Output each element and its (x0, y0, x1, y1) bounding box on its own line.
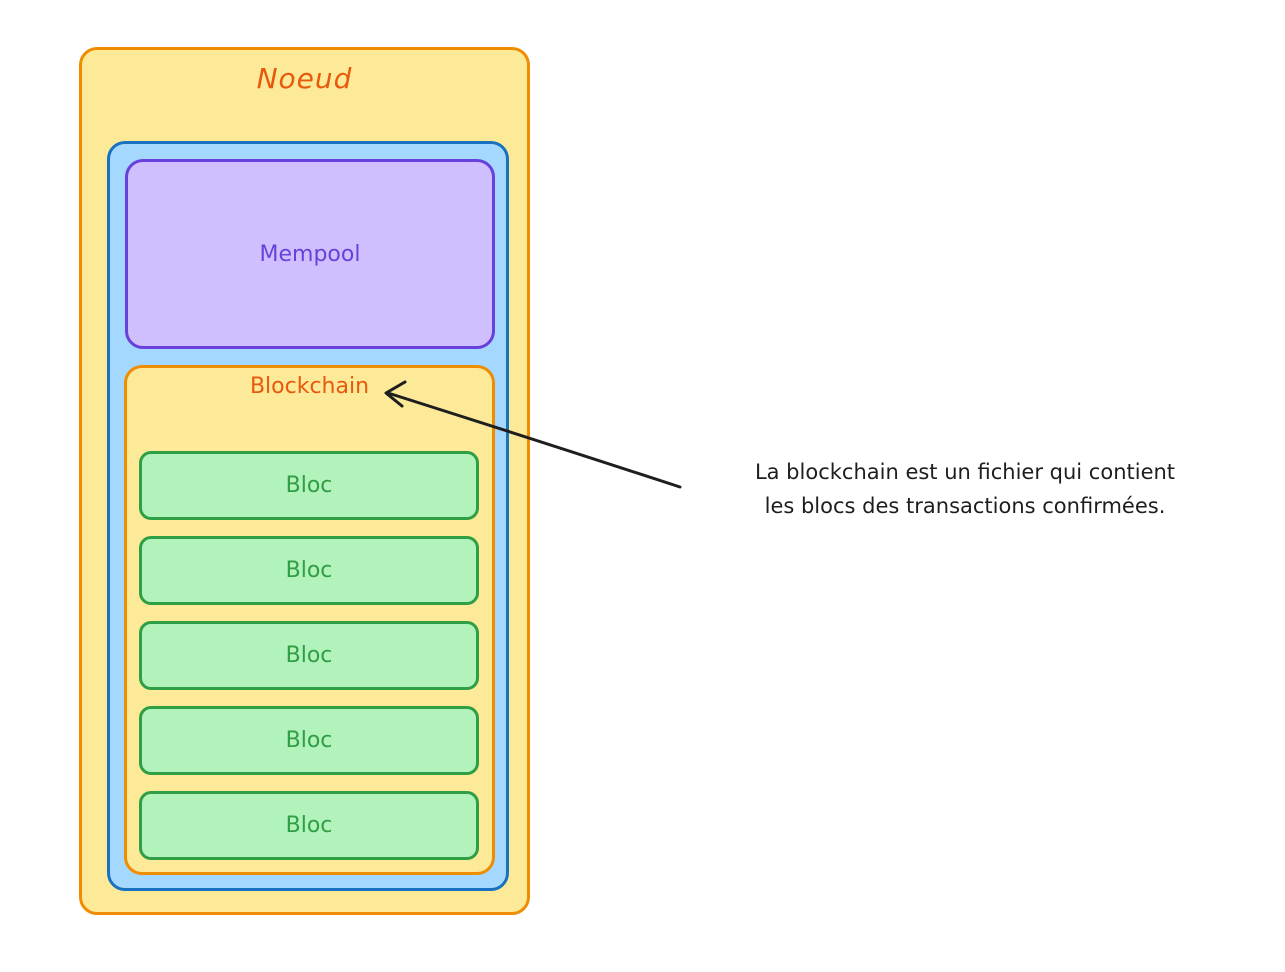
bloc-label: Bloc (285, 473, 333, 498)
node-label: Noeud (256, 62, 353, 95)
bloc-box: Bloc (139, 536, 479, 605)
bloc-box: Bloc (139, 706, 479, 775)
bloc-box: Bloc (139, 791, 479, 860)
annotation-text: La blockchain est un fichier qui contien… (660, 455, 1270, 523)
bloc-label: Bloc (285, 643, 333, 668)
mempool-box: Mempool (125, 159, 495, 349)
bloc-box: Bloc (139, 621, 479, 690)
bloc-label: Bloc (285, 728, 333, 753)
annotation-line-1: La blockchain est un fichier qui contien… (754, 460, 1176, 484)
blockchain-label: Blockchain (249, 374, 370, 399)
annotation-line-2: les blocs des transactions confirmées. (764, 494, 1166, 518)
bloc-label: Bloc (285, 558, 333, 583)
bloc-label: Bloc (285, 813, 333, 838)
mempool-label: Mempool (259, 241, 361, 267)
bloc-box: Bloc (139, 451, 479, 520)
